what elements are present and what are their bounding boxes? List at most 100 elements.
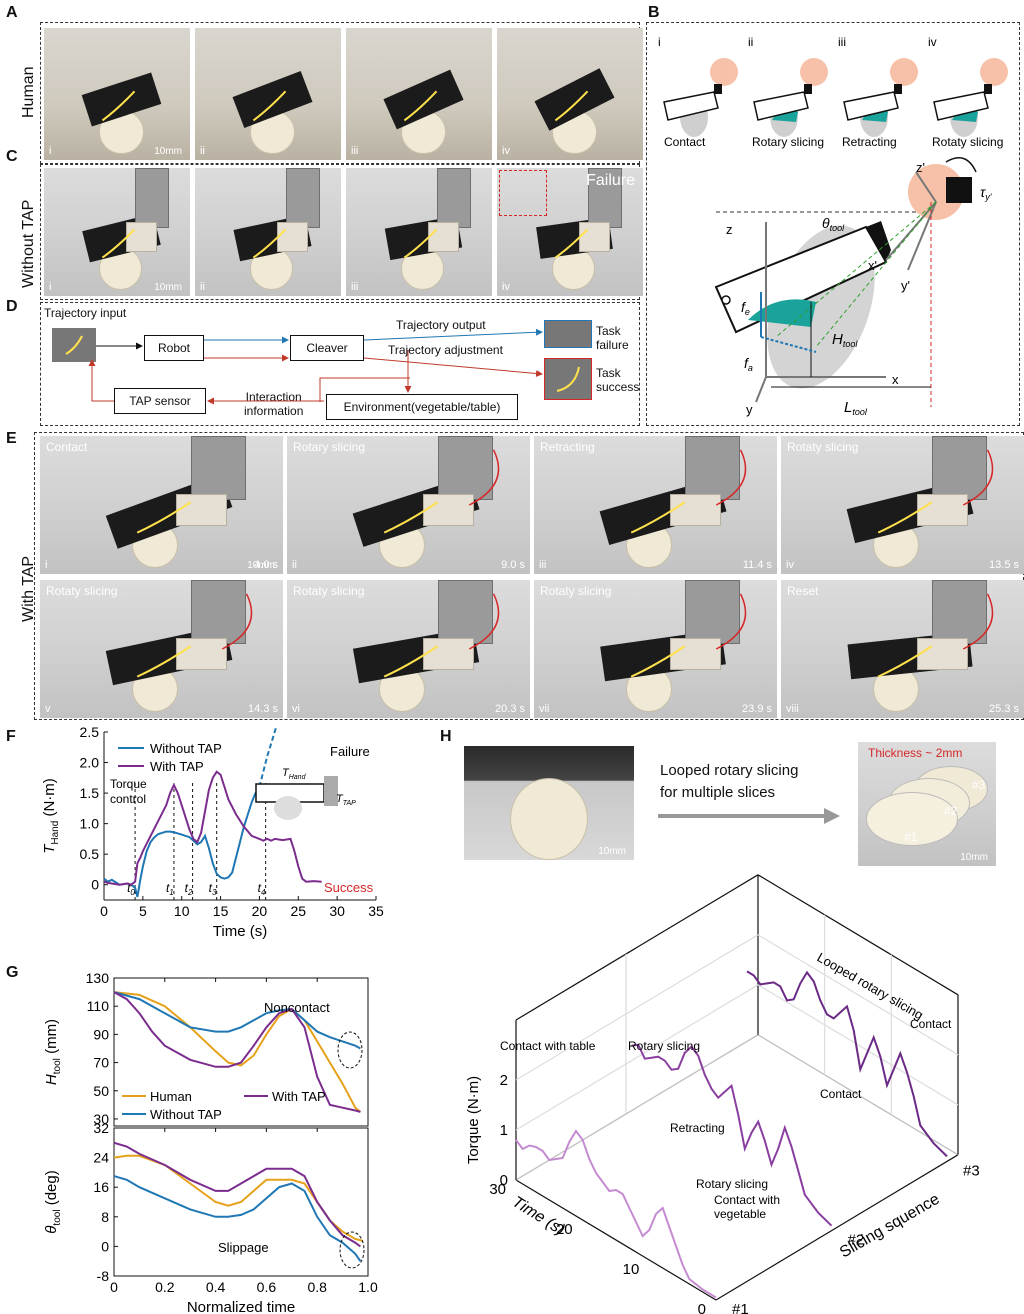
y-axis-label: θtool (deg) — [43, 1170, 63, 1233]
y-tick-label: 16 — [93, 1179, 109, 1195]
photo-phase-label: Reset — [787, 584, 819, 598]
cleaver-box: Cleaver — [290, 335, 364, 361]
chart-annotation: Contact with table — [500, 1039, 596, 1053]
y-tick-label: 90 — [93, 1026, 109, 1042]
panel-letter-f: F — [6, 728, 16, 745]
photo-number: viii — [786, 703, 799, 715]
z-tick-label: 1 — [500, 1122, 508, 1139]
sequence-axis-label: Slicing squence — [837, 1191, 943, 1262]
x-axis-label: Time (s) — [213, 923, 267, 940]
photo-time-label: 13.5 s — [989, 559, 1019, 571]
x-tick-label: 15 — [213, 903, 229, 919]
svg-text:Ltool: Ltool — [844, 399, 868, 417]
box-edge — [515, 984, 759, 1131]
h-arrow-text-2: for multiple slices — [660, 784, 776, 801]
photo-time-label: 9.0 s — [501, 559, 525, 571]
box-edge — [757, 934, 959, 1056]
robot-box: Robot — [144, 335, 204, 361]
series-line — [113, 991, 361, 1113]
svg-text:τy': τy' — [980, 184, 992, 202]
slippage-circle — [339, 1231, 365, 1269]
x-tick-label: 1.0 — [358, 1279, 378, 1295]
step-label: Retracting — [842, 135, 897, 149]
panel-letter-e: E — [6, 430, 17, 447]
photo-phase-label: Contact — [46, 440, 88, 454]
x-tick-label: 0 — [110, 1279, 118, 1295]
environment-box: Environment(vegetable/table) — [326, 394, 518, 420]
step-label: Rotary slicing — [752, 135, 824, 149]
box-edge — [757, 984, 959, 1106]
series-line — [113, 991, 362, 1113]
x-tick-label: 0.2 — [155, 1279, 175, 1295]
panel-h-photo-start: 10mm — [464, 746, 634, 860]
y-tick-label: 0 — [91, 877, 99, 893]
svg-text:z: z — [726, 222, 733, 237]
curve-3-title: Looped rotary slicing — [815, 950, 926, 1023]
box-edge — [515, 874, 759, 1021]
photo-number: i — [49, 281, 52, 293]
trajectory-output-label: Trajectory output — [396, 318, 486, 332]
y-tick-label: 1.5 — [80, 785, 100, 801]
human-photo-4: iv — [497, 28, 643, 160]
photo-number: vi — [292, 703, 300, 715]
time-tick-label: 20 — [556, 1221, 573, 1238]
box-edge — [757, 874, 959, 996]
series-line — [113, 1141, 361, 1248]
panel-letter-a: A — [6, 4, 18, 21]
legend-entry: With TAP — [272, 1089, 326, 1104]
panel-h-photo-slices: Thickness ~ 2mm #1 #2 #3 10mm — [858, 742, 996, 866]
annotation-failure: Failure — [330, 744, 370, 759]
trajectory-adjustment-label: Trajectory adjustment — [388, 343, 503, 357]
panel-b-frame — [646, 22, 1020, 426]
slice-label-1: #1 — [904, 830, 918, 844]
row-label-with-tap: With TAP — [20, 555, 37, 622]
scale-bar-label: 10mm — [598, 846, 626, 857]
y-tick-label: 50 — [93, 1083, 109, 1099]
sequence-tick-label: #2 — [848, 1232, 865, 1249]
thickness-label: Thickness ~ 2mm — [868, 746, 963, 760]
svg-text:z': z' — [916, 160, 925, 175]
photo-time-label: 4.0 s — [254, 559, 278, 571]
task-failure-label: Task failure — [596, 324, 629, 352]
without-tap-photo-2: ii — [195, 168, 341, 296]
series-line — [746, 970, 948, 1158]
time-marker-label: t2 — [185, 881, 193, 897]
annotation-noncontact: Noncontact — [264, 1000, 330, 1015]
y-tick-label: 30 — [93, 1111, 109, 1127]
series-line — [631, 1043, 833, 1227]
inset-t-hand: THand — [282, 767, 307, 781]
box-edge — [515, 1179, 717, 1301]
row-label-human: Human — [20, 66, 37, 118]
svg-text:x: x — [892, 372, 899, 387]
photo-number: v — [45, 703, 51, 715]
series-line — [113, 991, 361, 1050]
photo-number: iii — [351, 145, 359, 157]
photo-number: iv — [502, 281, 510, 293]
x-tick-label: 35 — [368, 903, 384, 919]
sequence-tick-label: #3 — [963, 1162, 980, 1179]
time-axis-label: Time (s) — [509, 1193, 568, 1238]
y-tick-label: 0.5 — [80, 846, 100, 862]
noncontact-circle — [337, 1031, 363, 1069]
scale-bar-label: 10mm — [960, 852, 988, 863]
inset-arm — [324, 776, 338, 806]
photo-number: ii — [200, 281, 205, 293]
photo-number: iii — [351, 281, 359, 293]
slice-label-3: #3 — [972, 778, 986, 792]
chart-annotation: Contact — [820, 1087, 862, 1101]
y-tick-label: 8 — [101, 1209, 109, 1225]
tap-sensor-box: TAP sensor — [114, 388, 206, 414]
plot-frame — [113, 1127, 369, 1277]
time-marker-label: t1 — [166, 881, 174, 897]
time-tick-label: 30 — [489, 1181, 506, 1198]
inset-t-tap: TTAP — [336, 793, 356, 807]
step-number: ii — [748, 35, 753, 49]
panel-letter-h: H — [440, 728, 452, 745]
svg-text:y': y' — [901, 278, 910, 293]
